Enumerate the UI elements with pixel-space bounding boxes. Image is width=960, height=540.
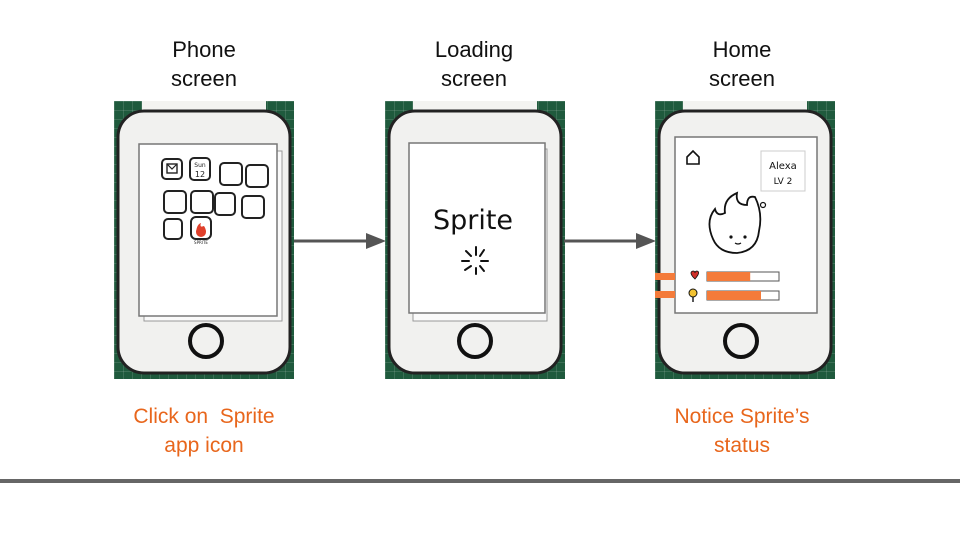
heart-icon — [690, 270, 699, 280]
user-level: LV 2 — [774, 177, 793, 187]
app-slot — [190, 190, 214, 214]
step-3-caption: Notice Sprite’s status — [622, 402, 862, 460]
sprite-app-label: SPRITE — [194, 240, 208, 245]
app-slot — [219, 162, 243, 186]
app-slot — [214, 192, 236, 216]
flame-sprite-icon — [708, 191, 767, 254]
user-name: Alexa — [769, 161, 797, 172]
app-slot — [241, 195, 265, 219]
home-screen-photo: Alexa LV 2 — [655, 101, 835, 379]
step-1-caption-line1: Click on Sprite — [133, 405, 275, 428]
step-2-title: Loading screen — [374, 35, 574, 93]
loading-screen-photo: Sprite — [385, 101, 565, 379]
home-button — [723, 323, 759, 359]
app-slot — [163, 190, 187, 214]
app-slot — [245, 164, 269, 188]
mail-icon — [161, 158, 183, 180]
paper-screen — [138, 143, 278, 317]
sprite-title: Sprite — [433, 205, 513, 236]
step-3-title-line2: screen — [708, 66, 776, 91]
step-1-caption: Click on Sprite app icon — [84, 402, 324, 460]
step-2-title-line1: Loading — [434, 37, 514, 62]
lightbulb-icon — [688, 288, 698, 302]
step-1-title-line2: screen — [170, 66, 238, 91]
step-2-title-line2: screen — [440, 66, 508, 91]
step-1-title-line1: Phone — [172, 37, 236, 62]
app-slot — [163, 218, 183, 240]
energy-bar-fill — [707, 291, 761, 300]
health-bar-fill — [707, 272, 751, 281]
flow-arrow-1 — [294, 233, 386, 249]
energy-status — [655, 288, 780, 302]
step-1-caption-line2: app icon — [164, 434, 244, 457]
calendar-line2: 12 — [195, 170, 205, 179]
paper-screen — [408, 142, 546, 314]
home-button — [457, 323, 493, 359]
health-status — [655, 270, 780, 282]
loading-spinner-icon — [461, 246, 489, 275]
step-3-caption-line1: Notice Sprite’s — [674, 405, 810, 428]
sprite-app-icon[interactable]: SPRITE — [190, 216, 212, 245]
home-button — [188, 323, 224, 359]
step-3-title-line1: Home — [712, 37, 772, 62]
step-3-title: Home screen — [642, 35, 842, 93]
calendar-icon: Sun 12 — [189, 157, 211, 181]
flow-arrow-2 — [564, 233, 656, 249]
step-3-caption-line2: status — [713, 434, 771, 457]
home-icon[interactable] — [686, 149, 700, 165]
phone-screen-photo: Sun 12 SPRITE — [114, 101, 294, 379]
bottom-divider — [0, 479, 960, 483]
calendar-line1: Sun — [194, 162, 206, 169]
step-1-title: Phone screen — [104, 35, 304, 93]
